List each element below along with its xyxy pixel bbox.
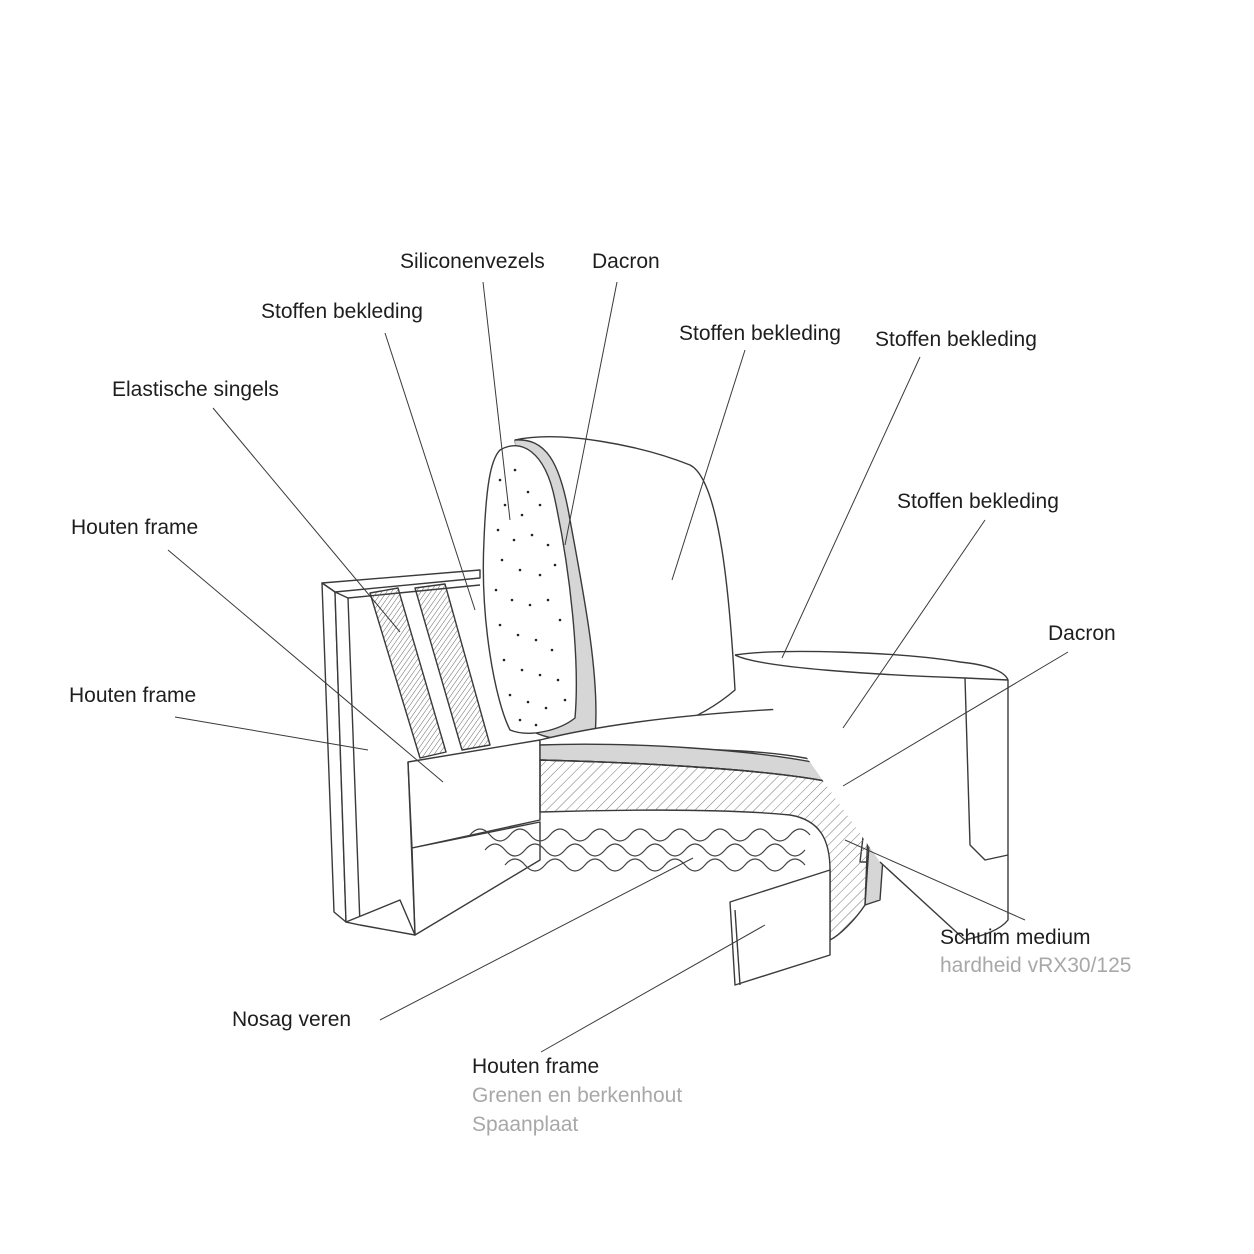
label-stoffen-bekleding-4: Stoffen bekleding <box>897 490 1059 513</box>
label-houten-frame-2: Houten frame <box>69 684 197 707</box>
sublabel-schuim-hardheid: hardheid vRX30/125 <box>940 954 1132 977</box>
label-houten-frame-bottom: Houten frame <box>472 1055 600 1078</box>
back-cushion <box>482 436 736 741</box>
label-houten-frame-1: Houten frame <box>71 516 199 539</box>
sublabel-spaanplaat: Spaanplaat <box>472 1113 579 1136</box>
front-frame-board <box>729 869 831 986</box>
fiber-dots <box>494 468 567 727</box>
label-schuim-medium: Schuim medium <box>940 926 1091 949</box>
sublabel-grenen-berkenhout: Grenen en berkenhout <box>472 1084 683 1107</box>
nosag-springs <box>469 828 811 872</box>
label-dacron-right: Dacron <box>1048 622 1116 645</box>
front-rail <box>407 739 541 936</box>
leader-lines <box>167 281 1069 1053</box>
label-siliconenvezels: Siliconenvezels <box>400 250 545 273</box>
elastic-webbing <box>369 583 491 759</box>
label-stoffen-bekleding-1: Stoffen bekleding <box>261 300 423 323</box>
label-stoffen-bekleding-3: Stoffen bekleding <box>875 328 1037 351</box>
label-dacron-top: Dacron <box>592 250 660 273</box>
label-elastische-singels: Elastische singels <box>112 378 279 401</box>
right-arm <box>734 650 1009 941</box>
label-stoffen-bekleding-2: Stoffen bekleding <box>679 322 841 345</box>
label-nosag-veren: Nosag veren <box>232 1008 352 1031</box>
